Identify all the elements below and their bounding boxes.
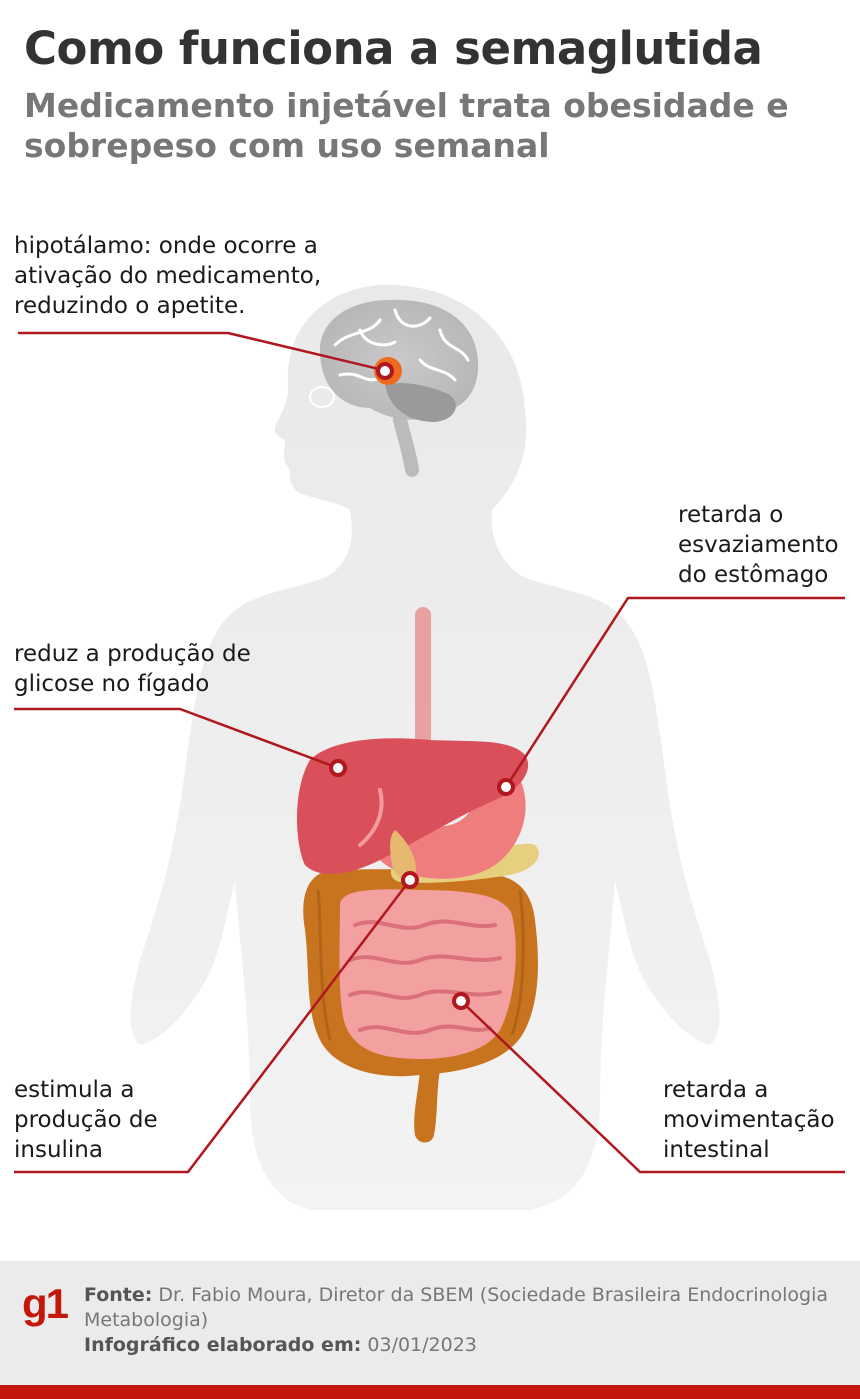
leader-insulin [14,879,411,1174]
page-subtitle: Medicamento injetável trata obesidade e … [24,86,789,165]
callout-insulin: estimula a produção de insulina [14,1077,158,1163]
source-label: Fonte: [84,1284,153,1306]
marker-intestine [452,992,470,1010]
gallbladder [390,830,416,880]
marker-hypothalamus [376,362,394,380]
leader-liver [14,707,339,770]
leader-intestine [460,1000,845,1174]
callout-intestine: retarda a movimentação intestinal [663,1077,835,1163]
source-text: Dr. Fabio Moura, Diretor da SBEM (Socied… [84,1284,829,1331]
footer-accent-bar [0,1385,860,1399]
date-line: Infográfico elaborado em: 03/01/2023 [84,1333,844,1358]
leader-stomach [504,596,845,788]
callout-liver: reduz a produção de glicose no fígado [14,641,251,697]
brain [309,299,479,422]
marker-liver [329,759,347,777]
source-line: Fonte: Dr. Fabio Moura, Diretor da SBEM … [84,1283,844,1333]
source-credits: Fonte: Dr. Fabio Moura, Diretor da SBEM … [84,1283,844,1358]
callout-stomach: retarda o esvaziamento do estômago [678,502,839,588]
callout-hypothalamus: hipotálamo: onde ocorre a ativação do me… [14,233,322,319]
marker-dots [329,362,515,1010]
small-intestine [339,889,516,1060]
leader-hypothalamus [18,331,384,372]
date-label: Infográfico elaborado em: [84,1334,362,1356]
marker-stomach [497,778,515,796]
marker-insulin [401,871,419,889]
page-title: Como funciona a semaglutida [24,22,763,75]
leader-lines [14,331,845,1174]
date-value: 03/01/2023 [367,1334,477,1356]
g1-logo: g1 [22,1280,69,1327]
liver [296,738,529,875]
spinal-cord [393,413,419,477]
footer [0,1261,860,1385]
